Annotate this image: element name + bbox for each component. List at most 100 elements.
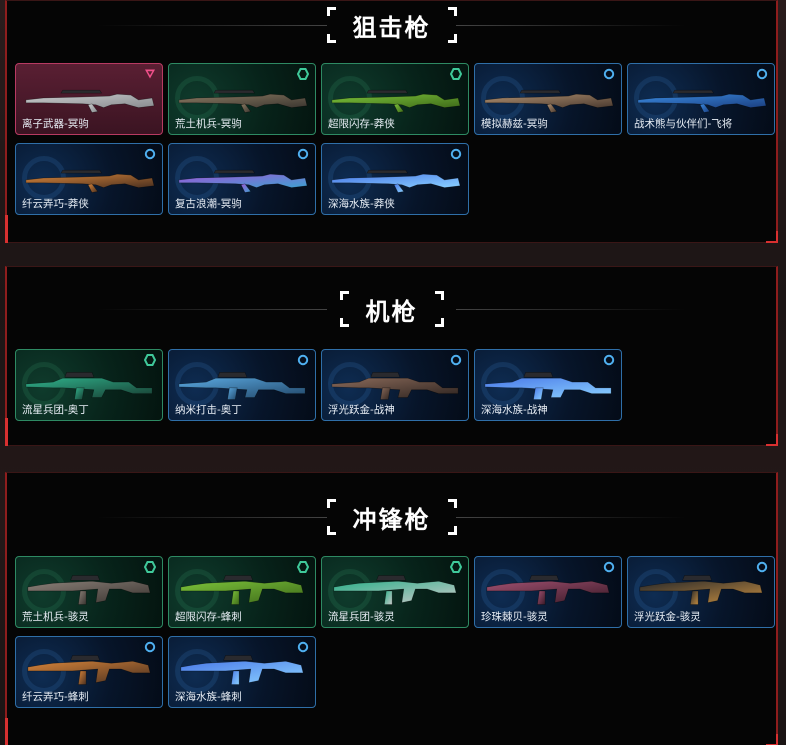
heading-divider-right	[456, 309, 686, 310]
skin-grid: 流星兵团-奥丁 纳米打击-奥丁 浮光跃金-战神 深海水族-战神	[15, 349, 775, 421]
skin-card[interactable]: 纤云弄巧-蜂刺	[15, 636, 163, 708]
skin-name: 荒土机兵-骇灵	[22, 611, 89, 623]
select-tier-icon	[144, 148, 156, 160]
deluxe-tier-icon	[297, 68, 309, 80]
exclusive-tier-triangle-icon	[145, 69, 155, 79]
deluxe-tier-icon	[450, 68, 462, 80]
skin-name: 战术熊与伙伴们-飞将	[634, 118, 733, 130]
select-tier-icon	[756, 68, 768, 80]
skin-card[interactable]: 超限闪存-莽侠	[321, 63, 469, 135]
smg-section: 冲锋枪 荒土机兵-骇灵 超限闪存-蜂刺流星兵团-骇灵 珍珠棘贝-骇灵 浮光跃金-骇灵纤…	[5, 472, 778, 745]
skin-name: 纤云弄巧-莽侠	[22, 198, 89, 210]
skin-name: 流星兵团-奥丁	[22, 404, 89, 416]
section-title: 狙击枪	[352, 12, 431, 42]
heading-divider-right	[456, 517, 686, 518]
skin-name: 深海水族-蜂刺	[175, 691, 242, 703]
card-background-ring	[328, 569, 372, 613]
sniper-rifle-image	[178, 169, 308, 193]
heading-divider-right	[456, 25, 686, 26]
smg-image	[180, 575, 304, 605]
skin-name: 离子武器-冥驹	[22, 118, 89, 130]
skin-card[interactable]: 浮光跃金-战神	[321, 349, 469, 421]
skin-card[interactable]: 流星兵团-奥丁	[15, 349, 163, 421]
select-tier-icon	[603, 68, 615, 80]
machine-gun-image	[331, 372, 459, 400]
skin-card[interactable]: 纳米打击-奥丁	[168, 349, 316, 421]
sniper-rifle-image	[484, 89, 614, 113]
skin-card[interactable]: 荒土机兵-冥驹	[168, 63, 316, 135]
select-tier-icon	[297, 148, 309, 160]
smg-image	[27, 655, 151, 685]
smg-image	[639, 575, 763, 605]
skin-card[interactable]: 珍珠棘贝-骇灵	[474, 556, 622, 628]
skin-card[interactable]: 战术熊与伙伴们-飞将	[627, 63, 775, 135]
skin-name: 珍珠棘贝-骇灵	[481, 611, 548, 623]
sniper-rifle-image	[331, 89, 461, 113]
select-tier-icon	[297, 354, 309, 366]
skin-name: 流星兵团-骇灵	[328, 611, 395, 623]
sniper-rifle-image	[331, 169, 461, 193]
skin-card[interactable]: 深海水族-莽侠	[321, 143, 469, 215]
card-background-ring	[22, 649, 66, 693]
deluxe-tier-icon	[297, 561, 309, 573]
skin-card[interactable]: 超限闪存-蜂刺	[168, 556, 316, 628]
select-tier-icon	[450, 354, 462, 366]
skin-name: 浮光跃金-骇灵	[634, 611, 701, 623]
skin-name: 深海水族-战神	[481, 404, 548, 416]
deluxe-tier-icon	[450, 561, 462, 573]
machine-gun-image	[484, 372, 612, 400]
select-tier-icon	[603, 561, 615, 573]
select-tier-icon	[297, 641, 309, 653]
skin-name: 荒土机兵-冥驹	[175, 118, 242, 130]
skin-name: 纳米打击-奥丁	[175, 404, 242, 416]
skin-card[interactable]: 复古浪潮-冥驹	[168, 143, 316, 215]
sniper-section: 狙击枪 离子武器-冥驹 荒土机兵-冥驹 超限闪存-莽侠 模拟赫兹-冥驹 战术熊与伙伴们-…	[5, 0, 778, 243]
skin-name: 深海水族-莽侠	[328, 198, 395, 210]
skin-card[interactable]: 深海水族-战神	[474, 349, 622, 421]
sniper-rifle-image	[25, 169, 155, 193]
card-background-ring	[22, 569, 66, 613]
skin-card[interactable]: 离子武器-冥驹	[15, 63, 163, 135]
machine-gun-section: 机枪 流星兵团-奥丁 纳米打击-奥丁 浮光跃金-战神 深海水族-战神	[5, 266, 778, 446]
skin-name: 纤云弄巧-蜂刺	[22, 691, 89, 703]
skin-card[interactable]: 模拟赫兹-冥驹	[474, 63, 622, 135]
sniper-rifle-image	[178, 89, 308, 113]
sniper-rifle-image	[637, 89, 767, 113]
heading-divider-left	[97, 517, 327, 518]
section-title: 机枪	[365, 296, 418, 326]
select-tier-icon	[450, 148, 462, 160]
skin-card[interactable]: 荒土机兵-骇灵	[15, 556, 163, 628]
skin-name: 模拟赫兹-冥驹	[481, 118, 548, 130]
select-tier-icon	[144, 641, 156, 653]
skin-grid: 荒土机兵-骇灵 超限闪存-蜂刺流星兵团-骇灵 珍珠棘贝-骇灵 浮光跃金-骇灵纤云弄巧-…	[15, 556, 775, 708]
card-background-ring	[175, 649, 219, 693]
select-tier-icon	[603, 354, 615, 366]
card-background-ring	[481, 569, 525, 613]
machine-gun-image	[178, 372, 306, 400]
section-title: 冲锋枪	[352, 504, 431, 534]
skin-name: 复古浪潮-冥驹	[175, 198, 242, 210]
skin-card[interactable]: 浮光跃金-骇灵	[627, 556, 775, 628]
skin-card[interactable]: 纤云弄巧-莽侠	[15, 143, 163, 215]
smg-image	[180, 655, 304, 685]
skin-grid: 离子武器-冥驹 荒土机兵-冥驹 超限闪存-莽侠 模拟赫兹-冥驹 战术熊与伙伴们-飞将纤云…	[15, 63, 775, 215]
smg-image	[333, 575, 457, 605]
card-background-ring	[175, 569, 219, 613]
deluxe-tier-icon	[144, 561, 156, 573]
machine-gun-image	[25, 372, 153, 400]
smg-image	[486, 575, 610, 605]
deluxe-tier-icon	[144, 354, 156, 366]
section-heading: 冲锋枪	[7, 495, 776, 539]
heading-divider-left	[97, 309, 327, 310]
smg-image	[27, 575, 151, 605]
card-background-ring	[634, 569, 678, 613]
heading-divider-left	[97, 25, 327, 26]
skin-name: 浮光跃金-战神	[328, 404, 395, 416]
skin-card[interactable]: 深海水族-蜂刺	[168, 636, 316, 708]
section-heading: 机枪	[7, 287, 776, 331]
skin-name: 超限闪存-莽侠	[328, 118, 395, 130]
section-heading: 狙击枪	[7, 3, 776, 47]
select-tier-icon	[756, 561, 768, 573]
skin-card[interactable]: 流星兵团-骇灵	[321, 556, 469, 628]
